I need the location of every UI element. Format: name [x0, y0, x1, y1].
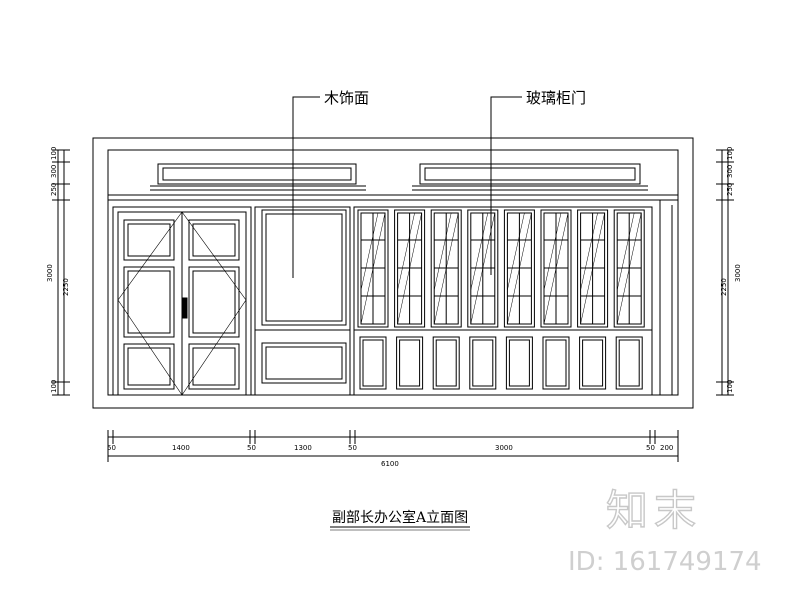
dim-lv-5: 100	[50, 380, 58, 393]
crown-moulding-right	[412, 163, 648, 191]
glass-cabinet	[353, 206, 653, 396]
dim-h-7: 50	[646, 444, 655, 452]
dim-rv-5: 100	[726, 380, 734, 393]
drawing-title: 副部长办公室A立面图	[332, 509, 468, 526]
double-door	[112, 206, 252, 396]
left-vertical-dimensions: 100 300 250 2250 100 3000	[46, 147, 70, 393]
glass-door	[540, 209, 572, 328]
callout-decor-panel: 木饰面	[324, 89, 369, 107]
glass-door	[467, 209, 499, 328]
lower-cabinet-door	[579, 336, 607, 390]
lower-cabinet-door	[359, 336, 387, 390]
dim-lv-1: 100	[50, 147, 58, 160]
glass-door	[503, 209, 535, 328]
crown-moulding-left	[150, 163, 366, 191]
outer-frame	[92, 137, 694, 409]
right-vertical-dimensions: 100 300 250 2250 100 3000	[720, 147, 742, 393]
dim-h-1: 50	[107, 444, 116, 452]
dim-rv-total: 3000	[734, 264, 742, 282]
lower-cabinet-door	[396, 336, 424, 390]
lower-cabinet-door	[615, 336, 643, 390]
bottom-dimension-line	[107, 430, 679, 462]
dim-lv-3: 250	[50, 183, 58, 196]
lower-cabinet-door	[469, 336, 497, 390]
watermark-id: ID: 161749174	[568, 547, 762, 577]
dim-rv-2: 300	[726, 165, 734, 178]
glass-door	[613, 209, 645, 328]
lower-cabinet-door	[505, 336, 533, 390]
dim-h-4: 1300	[294, 444, 312, 452]
dim-rv-4: 2250	[720, 278, 728, 296]
dim-rv-1: 100	[726, 147, 734, 160]
dim-lv-4: 2250	[62, 278, 70, 296]
callout-glass-cabinet-door: 玻璃柜门	[526, 89, 586, 107]
dim-lv-total: 3000	[46, 264, 54, 282]
glass-door	[394, 209, 426, 328]
glass-door	[430, 209, 462, 328]
lower-cabinet-door	[542, 336, 570, 390]
dim-lv-2: 300	[50, 165, 58, 178]
callout-leader-decor	[292, 96, 320, 278]
right-dimension-line	[716, 149, 734, 396]
glass-door	[577, 209, 609, 328]
dim-h-8: 200	[660, 444, 673, 452]
dim-h-2: 1400	[172, 444, 190, 452]
glass-door	[357, 209, 389, 328]
dim-h-5: 50	[348, 444, 357, 452]
dim-h-total: 6100	[381, 460, 399, 468]
watermark-logo: 知末	[606, 486, 702, 535]
lower-cabinet-door	[432, 336, 460, 390]
left-dimension-line	[52, 149, 70, 396]
dim-h-6: 3000	[495, 444, 513, 452]
callout-leader-glass	[490, 96, 522, 275]
dim-h-3: 50	[247, 444, 256, 452]
wood-panel	[254, 206, 351, 396]
dim-rv-3: 250	[726, 183, 734, 196]
